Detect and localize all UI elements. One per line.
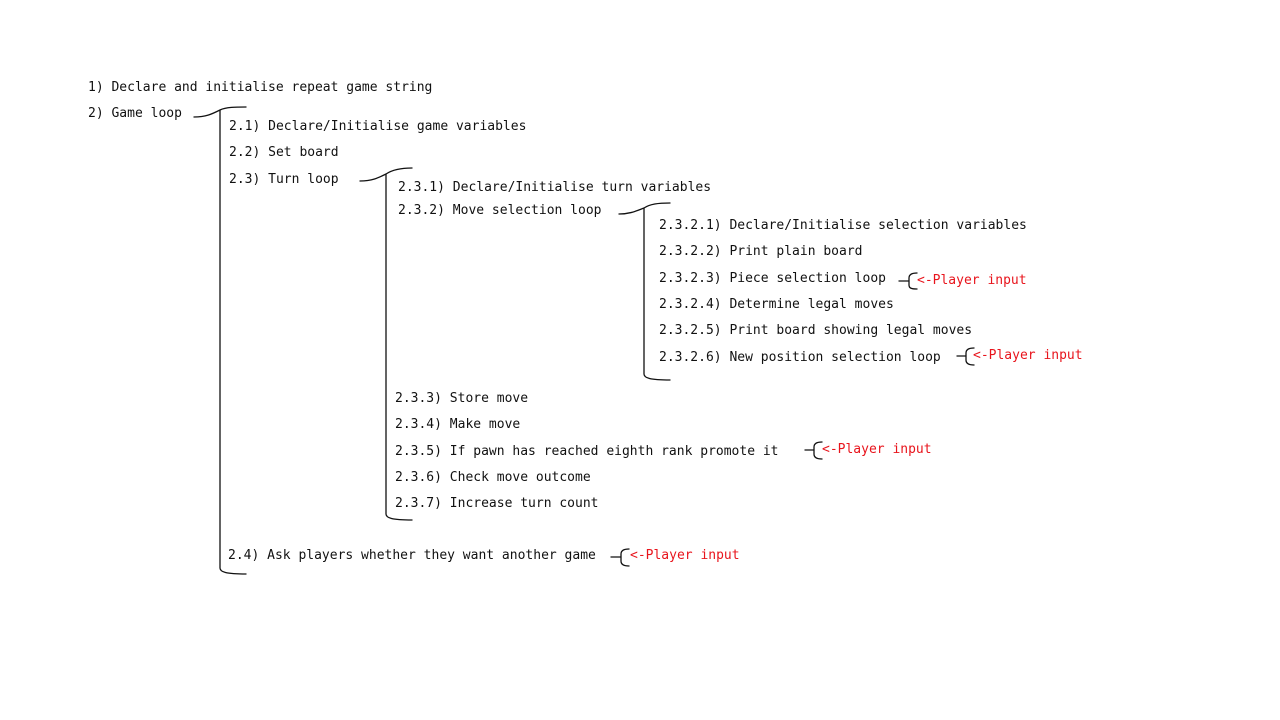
step-2-3-3: 2.3.3) Store move (395, 391, 529, 406)
step-2-3-4: 2.3.4) Make move (395, 417, 521, 432)
step-2-3-2-1: 2.3.2.1) Declare/Initialise selection va… (659, 218, 1027, 233)
player-input-label-piece-selection: <-Player input (917, 273, 1027, 288)
another-game-input-bracket (610, 548, 630, 567)
step-1: 1) Declare and initialise repeat game st… (88, 80, 433, 95)
step-2-3-turn-loop: 2.3) Turn loop (229, 172, 339, 187)
step-2-3-2-3: 2.3.2.3) Piece selection loop (659, 271, 886, 286)
promote-input-bracket (804, 441, 823, 460)
new-position-input-bracket (956, 347, 975, 366)
step-2-3-2-4: 2.3.2.4) Determine legal moves (659, 297, 894, 312)
step-2-1: 2.1) Declare/Initialise game variables (229, 119, 527, 134)
piece-selection-input-bracket (898, 272, 918, 290)
step-2-3-6: 2.3.6) Check move outcome (395, 470, 591, 485)
step-2-3-5: 2.3.5) If pawn has reached eighth rank p… (395, 444, 779, 459)
step-2-3-2-5: 2.3.2.5) Print board showing legal moves (659, 323, 973, 338)
step-2-4: 2.4) Ask players whether they want anoth… (228, 548, 596, 563)
player-input-label-promote: <-Player input (822, 442, 932, 457)
player-input-label-another-game: <-Player input (630, 548, 740, 563)
step-2-game-loop: 2) Game loop (88, 106, 182, 121)
step-2-2: 2.2) Set board (229, 145, 339, 160)
step-2-3-2-move-selection-loop: 2.3.2) Move selection loop (398, 203, 602, 218)
step-2-3-2-6: 2.3.2.6) New position selection loop (659, 350, 941, 365)
step-2-3-2-2: 2.3.2.2) Print plain board (659, 244, 863, 259)
turn-loop-bracket (359, 167, 413, 521)
player-input-label-new-position: <-Player input (973, 348, 1083, 363)
step-2-3-1: 2.3.1) Declare/Initialise turn variables (398, 180, 712, 195)
step-2-3-7: 2.3.7) Increase turn count (395, 496, 599, 511)
